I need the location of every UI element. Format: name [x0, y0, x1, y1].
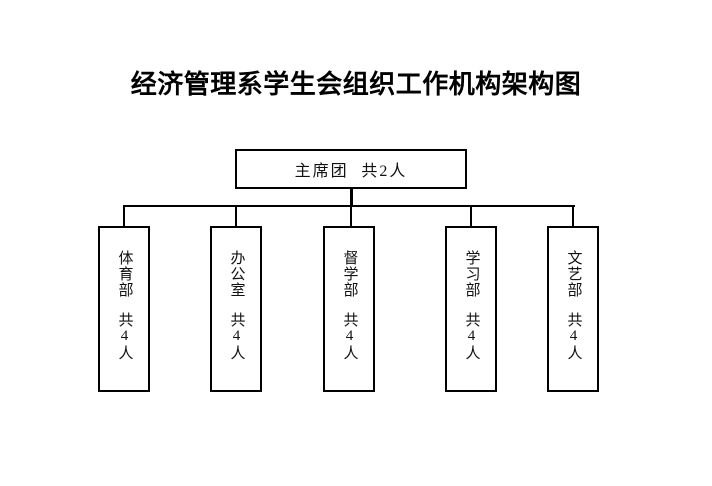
dept-count: 共4人 — [116, 312, 133, 362]
connector-drop-arts — [572, 207, 574, 226]
root-node-count: 共2人 — [361, 163, 408, 180]
dept-node-label: 文艺部共4人 — [565, 228, 582, 390]
connector-drop-office — [235, 207, 237, 226]
dept-node-sports: 体育部共4人 — [98, 226, 150, 392]
dept-count: 共4人 — [463, 312, 480, 362]
root-node-presidium: 主席团 共2人 — [235, 149, 467, 189]
dept-name: 办公室 — [228, 250, 245, 298]
dept-node-label: 办公室共4人 — [228, 228, 245, 390]
dept-name: 督学部 — [341, 250, 358, 298]
dept-name: 体育部 — [116, 250, 133, 298]
connector-rail — [123, 205, 575, 207]
dept-node-label: 督学部共4人 — [341, 228, 358, 390]
dept-count: 共4人 — [565, 312, 582, 362]
connector-stem — [350, 187, 353, 207]
dept-node-arts: 文艺部共4人 — [547, 226, 599, 392]
dept-name: 文艺部 — [565, 250, 582, 298]
dept-node-label: 学习部共4人 — [463, 228, 480, 390]
connector-drop-supervision — [350, 207, 352, 226]
dept-node-study: 学习部共4人 — [445, 226, 497, 392]
connector-drop-study — [470, 207, 472, 226]
dept-node-label: 体育部共4人 — [116, 228, 133, 390]
dept-count: 共4人 — [341, 312, 358, 362]
dept-count: 共4人 — [228, 312, 245, 362]
dept-node-office: 办公室共4人 — [210, 226, 262, 392]
root-node-name: 主席团 — [294, 163, 349, 180]
connector-drop-sports — [123, 207, 125, 226]
dept-name: 学习部 — [463, 250, 480, 298]
dept-node-supervision: 督学部共4人 — [323, 226, 375, 392]
chart-title: 经济管理系学生会组织工作机构架构图 — [130, 69, 582, 99]
